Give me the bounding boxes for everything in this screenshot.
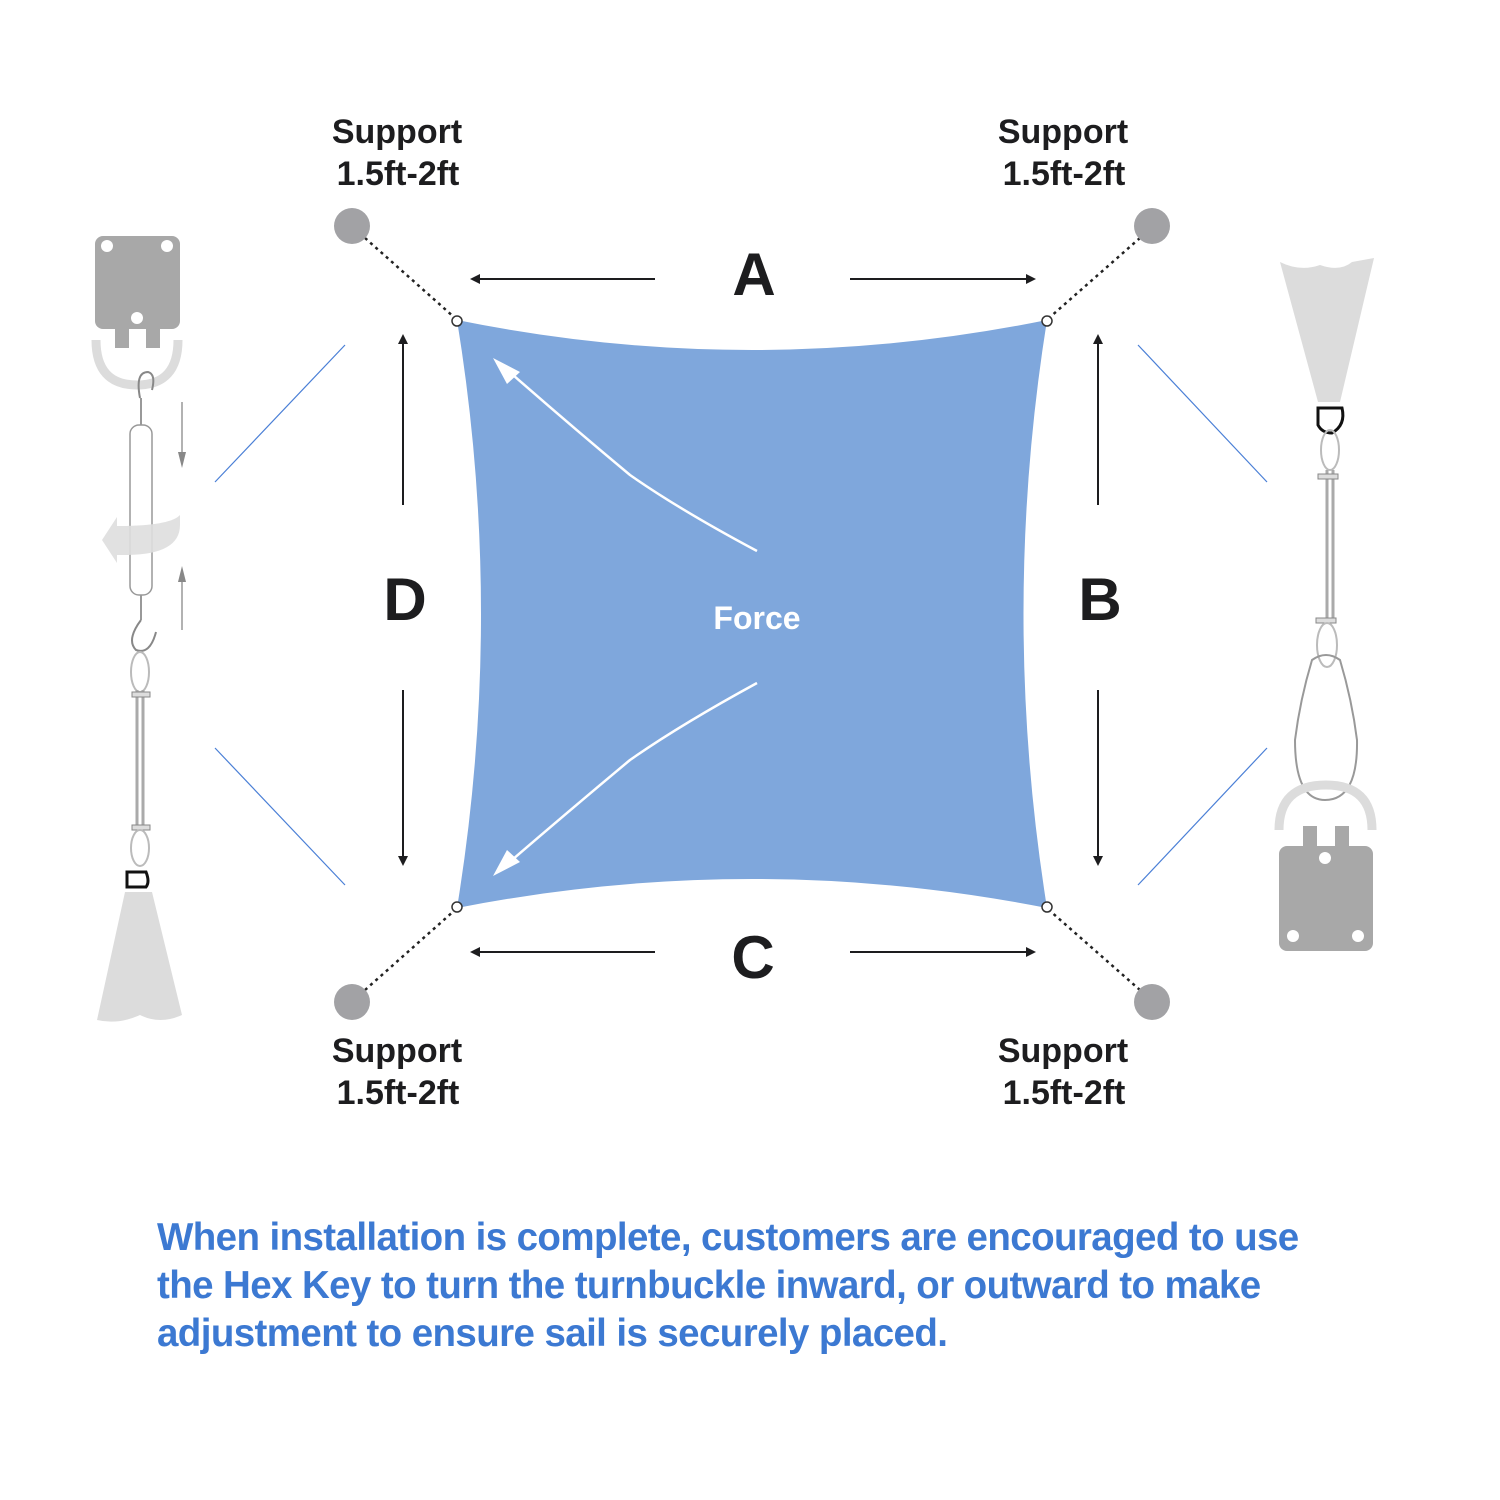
support-label-top-right: Support	[998, 113, 1128, 151]
carabiner-hardware-illustration	[1274, 258, 1377, 951]
corner-rings	[451, 315, 1053, 913]
side-label-b: B	[1078, 566, 1121, 633]
side-label-c: C	[731, 924, 774, 991]
support-label-top-left: Support	[332, 113, 462, 151]
turnbuckle-hardware-illustration	[91, 236, 186, 1022]
installation-note: When installation is complete, customers…	[157, 1214, 1417, 1358]
side-label-a: A	[732, 241, 775, 308]
support-range-bottom-left: 1.5ft-2ft	[337, 1074, 460, 1112]
dimension-arrows	[398, 274, 1103, 957]
note-line: the Hex Key to turn the turnbuckle inwar…	[157, 1264, 1261, 1307]
support-post-top-left	[334, 208, 370, 244]
connector-lines	[214, 344, 1268, 886]
support-range-bottom-right: 1.5ft-2ft	[1003, 1074, 1126, 1112]
support-post-top-right	[1134, 208, 1170, 244]
force-arrowhead-down	[493, 850, 520, 876]
note-line: adjustment to ensure sail is securely pl…	[157, 1312, 948, 1355]
support-label-bottom-right: Support	[998, 1032, 1128, 1070]
force-label: Force	[713, 600, 800, 636]
support-label-bottom-left: Support	[332, 1032, 462, 1070]
side-label-d: D	[383, 566, 426, 633]
support-post-bottom-left	[334, 984, 370, 1020]
note-line: When installation is complete, customers…	[157, 1216, 1299, 1259]
support-range-top-right: 1.5ft-2ft	[1003, 155, 1126, 193]
support-post-bottom-right	[1134, 984, 1170, 1020]
tension-lines	[364, 237, 1141, 991]
support-range-top-left: 1.5ft-2ft	[337, 155, 460, 193]
force-arrowhead-up	[493, 358, 520, 384]
shade-sail	[457, 320, 1047, 908]
force-arrows	[504, 367, 758, 867]
